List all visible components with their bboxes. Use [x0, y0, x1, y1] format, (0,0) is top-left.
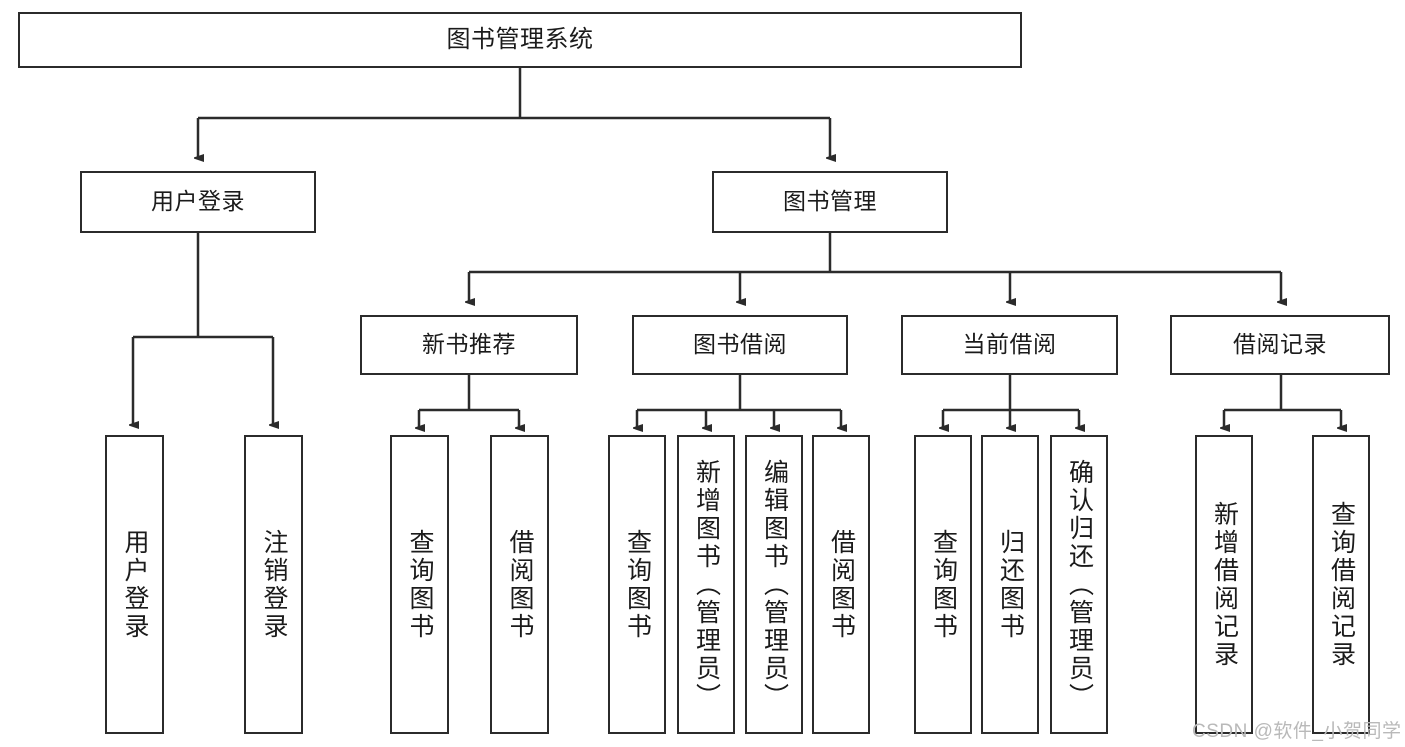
- node-label: 借阅图书: [506, 528, 534, 641]
- node-book-borrow[interactable]: 图书借阅: [632, 315, 848, 375]
- watermark-text: CSDN @软件_小贺同学: [1192, 721, 1402, 742]
- node-label: 图书管理系统: [446, 25, 594, 53]
- node-label: 查询图书: [623, 528, 652, 641]
- leaf-book-borrow-add[interactable]: 新增图书（管理员）: [677, 435, 735, 734]
- leaf-user-login-signin[interactable]: 用户登录: [105, 435, 164, 734]
- leaf-new-book-query[interactable]: 查询图书: [390, 435, 449, 734]
- leaf-current-borrow-return[interactable]: 归还图书: [981, 435, 1039, 734]
- node-label: 新增图书（管理员）: [692, 458, 721, 711]
- node-label: 图书借阅: [693, 331, 787, 358]
- node-label: 借阅记录: [1233, 331, 1327, 358]
- node-label: 用户登录: [121, 528, 149, 641]
- node-label: 查询图书: [929, 528, 958, 641]
- node-label: 当前借阅: [962, 331, 1057, 358]
- leaf-current-borrow-query[interactable]: 查询图书: [914, 435, 972, 734]
- node-book-manage[interactable]: 图书管理: [712, 171, 948, 233]
- node-label: 编辑图书（管理员）: [760, 458, 789, 711]
- leaf-borrow-record-query[interactable]: 查询借阅记录: [1312, 435, 1370, 734]
- node-label: 查询借阅记录: [1327, 500, 1356, 669]
- node-label: 新增借阅记录: [1210, 500, 1239, 669]
- node-label: 借阅图书: [827, 528, 856, 641]
- leaf-user-login-signout[interactable]: 注销登录: [244, 435, 303, 734]
- node-root-system[interactable]: 图书管理系统: [18, 12, 1022, 68]
- leaf-book-borrow-edit[interactable]: 编辑图书（管理员）: [745, 435, 803, 734]
- leaf-borrow-record-add[interactable]: 新增借阅记录: [1195, 435, 1253, 734]
- node-label: 查询图书: [406, 528, 434, 641]
- leaf-book-borrow-query[interactable]: 查询图书: [608, 435, 666, 734]
- node-label: 归还图书: [996, 528, 1025, 641]
- node-label: 确认归还（管理员）: [1065, 458, 1094, 711]
- node-label: 新书推荐: [422, 331, 516, 358]
- node-label: 用户登录: [151, 188, 245, 215]
- leaf-current-borrow-confirm-return[interactable]: 确认归还（管理员）: [1050, 435, 1108, 734]
- node-user-login[interactable]: 用户登录: [80, 171, 316, 233]
- node-label: 图书管理: [783, 188, 877, 215]
- leaf-new-book-borrow[interactable]: 借阅图书: [490, 435, 549, 734]
- node-borrow-record[interactable]: 借阅记录: [1170, 315, 1390, 375]
- node-label: 注销登录: [260, 528, 288, 641]
- node-new-book-recommend[interactable]: 新书推荐: [360, 315, 578, 375]
- leaf-book-borrow-borrow[interactable]: 借阅图书: [812, 435, 870, 734]
- node-current-borrow[interactable]: 当前借阅: [901, 315, 1118, 375]
